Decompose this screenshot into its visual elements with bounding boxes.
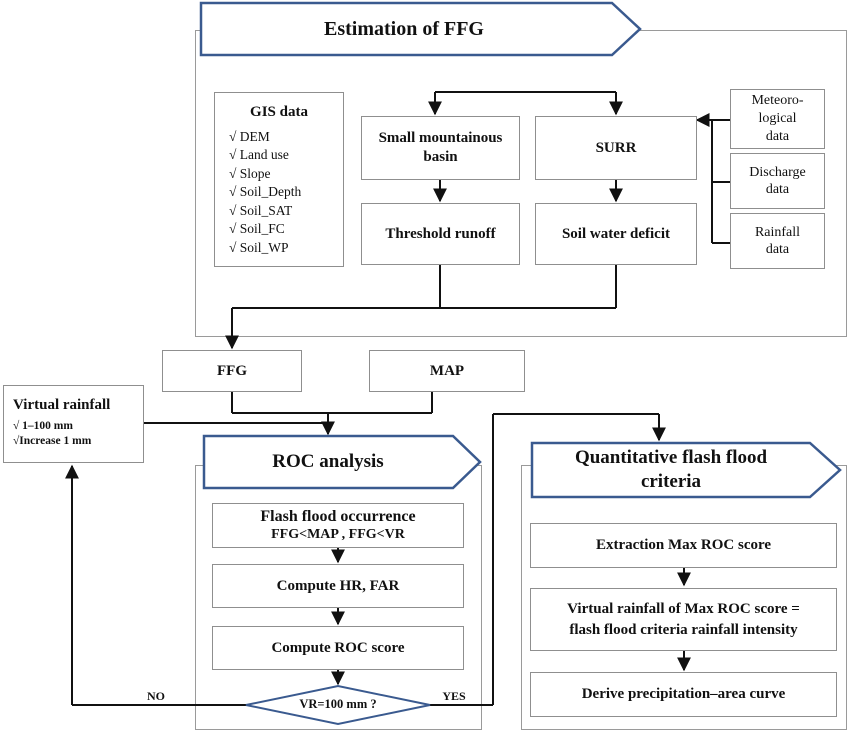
virtual-rainfall-title: Virtual rainfall bbox=[13, 397, 111, 413]
gis-item-soil-fc: √ Soil_FC bbox=[229, 221, 285, 237]
gis-item-land-use: √ Land use bbox=[229, 147, 289, 163]
derive-precipitation-area-box: Derive precipitation–area curve bbox=[530, 672, 837, 717]
criteria-title: Quantitative flash flood criteria bbox=[534, 445, 808, 495]
virtual-max-line-2: flash flood criteria rainfall intensity bbox=[569, 621, 798, 638]
criteria-title-line-1: Quantitative flash flood bbox=[574, 447, 768, 469]
gis-item-soil-depth: √ Soil_Depth bbox=[229, 184, 302, 200]
map-box: MAP bbox=[369, 350, 525, 392]
gis-data-box: GIS data √ DEM √ Land use √ Slope √ Soil… bbox=[214, 92, 344, 267]
virtual-rainfall-item-range: √ 1–100 mm bbox=[13, 419, 73, 432]
virtual-rainfall-max-roc-box: Virtual rainfall of Max ROC score = flas… bbox=[530, 588, 837, 651]
occurrence-line-2: FFG<MAP , FFG<VR bbox=[271, 526, 405, 542]
gis-data-list: √ DEM √ Land use √ Slope √ Soil_Depth √ … bbox=[215, 128, 301, 258]
virtual-rainfall-item-step: √Increase 1 mm bbox=[13, 434, 92, 447]
small-basin-line-2: basin bbox=[423, 149, 458, 165]
meteorological-line-3: data bbox=[765, 128, 790, 144]
discharge-line-2: data bbox=[765, 182, 790, 197]
gis-item-soil-sat: √ Soil_SAT bbox=[229, 202, 293, 218]
extraction-max-roc-box: Extraction Max ROC score bbox=[530, 523, 837, 568]
decision-label: VR=100 mm ? bbox=[299, 697, 377, 712]
virtual-rainfall-box: Virtual rainfall √ 1–100 mm √Increase 1 … bbox=[3, 385, 144, 463]
ffg-estimation-title: Estimation of FFG bbox=[324, 17, 484, 40]
rainfall-data-box: Rainfall data bbox=[730, 213, 825, 269]
occurrence-line-1: Flash flood occurrence bbox=[260, 508, 416, 526]
meteorological-line-2: logical bbox=[758, 111, 797, 127]
gis-data-title: GIS data bbox=[250, 104, 308, 120]
small-basin-line-1: Small mountainous bbox=[378, 130, 503, 147]
rainfall-line-1: Rainfall bbox=[754, 224, 801, 240]
roc-analysis-title: ROC analysis bbox=[272, 451, 384, 473]
meteorological-line-1: Meteoro- bbox=[751, 93, 804, 109]
soil-water-deficit-box: Soil water deficit bbox=[535, 203, 697, 265]
discharge-line-1: Discharge bbox=[749, 164, 806, 180]
discharge-data-box: Discharge data bbox=[730, 153, 825, 209]
surr-box: SURR bbox=[535, 116, 697, 180]
virtual-max-line-1: Virtual rainfall of Max ROC score = bbox=[567, 601, 800, 618]
rainfall-line-2: data bbox=[765, 242, 790, 257]
yes-label: YES bbox=[442, 688, 466, 703]
gis-item-slope: √ Slope bbox=[229, 165, 271, 181]
no-label: NO bbox=[147, 688, 165, 703]
threshold-runoff-box: Threshold runoff bbox=[361, 203, 520, 265]
ffg-box: FFG bbox=[162, 350, 302, 392]
criteria-title-line-2: criteria bbox=[640, 471, 702, 492]
compute-roc-score-box: Compute ROC score bbox=[212, 626, 464, 670]
small-mountainous-basin-box: Small mountainous basin bbox=[361, 116, 520, 180]
flash-flood-occurrence-box: Flash flood occurrence FFG<MAP , FFG<VR bbox=[212, 503, 464, 548]
compute-hr-far-box: Compute HR, FAR bbox=[212, 564, 464, 608]
gis-item-soil-wp: √ Soil_WP bbox=[229, 239, 289, 255]
gis-item-dem: √ DEM bbox=[229, 128, 270, 144]
meteorological-data-box: Meteoro- logical data bbox=[730, 89, 825, 149]
